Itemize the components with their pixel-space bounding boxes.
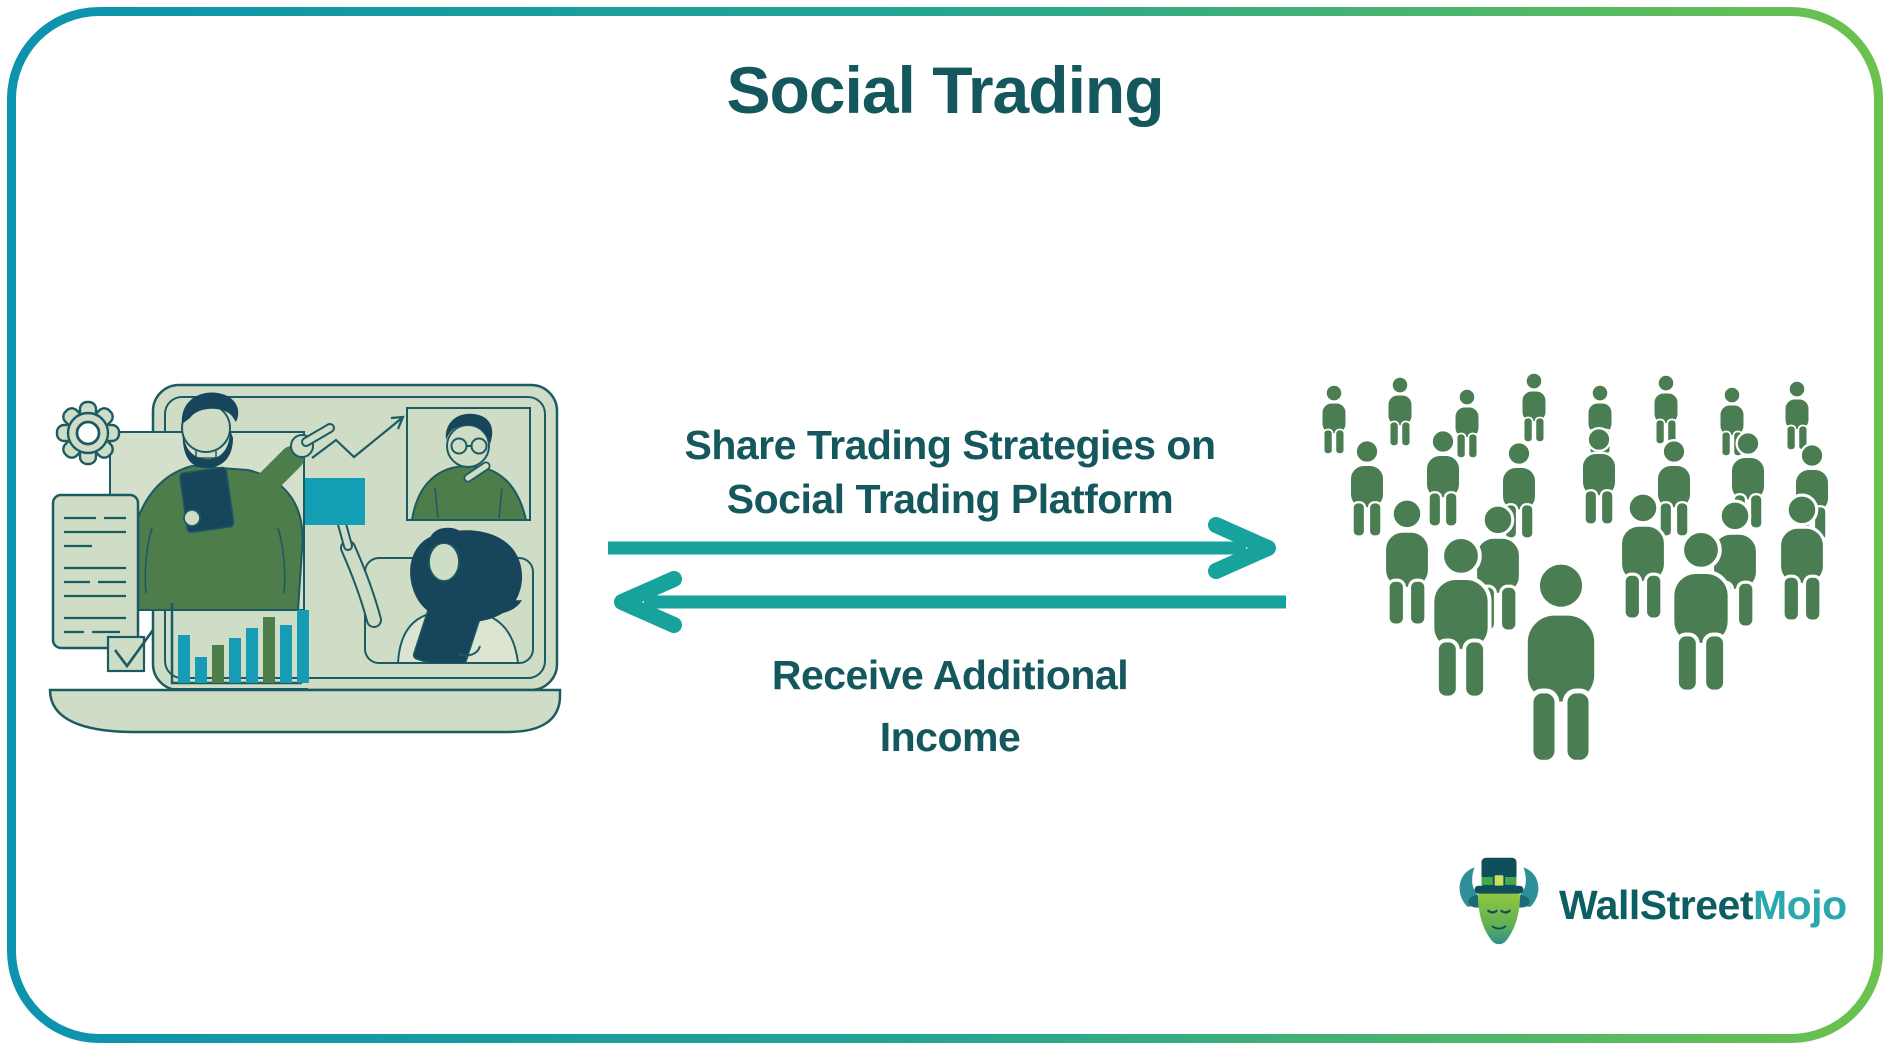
- backward-flow-line2: Income: [879, 713, 1021, 760]
- crowd-icon: [1320, 372, 1830, 767]
- bar-chart-icon: [168, 603, 309, 690]
- trend-arrow-icon: [311, 415, 405, 459]
- laptop-base: [48, 688, 562, 734]
- page-title: Social Trading: [726, 53, 1164, 127]
- bull-mascot-icon: [1459, 857, 1539, 945]
- forward-flow-line1: Share Trading Strategies on: [684, 422, 1216, 468]
- teal-panel: [300, 478, 365, 525]
- check-icon: [106, 629, 155, 673]
- forward-arrow-icon: [608, 517, 1276, 579]
- backward-flow-label: Receive Additional Income: [605, 645, 1295, 768]
- video-call-illustration: [48, 383, 562, 734]
- forward-flow-line2: Social Trading Platform: [726, 476, 1174, 523]
- gear-icon: [55, 400, 121, 466]
- backward-arrow-icon: [614, 571, 1286, 633]
- brand-logo-text: WallStreetMojo: [1559, 882, 1847, 929]
- brand-logo: WallStreetMojo: [1455, 856, 1847, 954]
- backward-flow-line1: Receive Additional: [771, 652, 1129, 698]
- forward-flow-label: Share Trading Strategies on Social Tradi…: [605, 418, 1295, 526]
- brand-text-mojo: Mojo: [1752, 881, 1847, 928]
- video-tile-glasses-man: [406, 407, 531, 521]
- video-tile-woman: [337, 519, 534, 664]
- presenter-man: [109, 392, 335, 611]
- document-icon: [51, 493, 140, 650]
- brand-text-wallstreet: WallStreet: [1559, 881, 1753, 928]
